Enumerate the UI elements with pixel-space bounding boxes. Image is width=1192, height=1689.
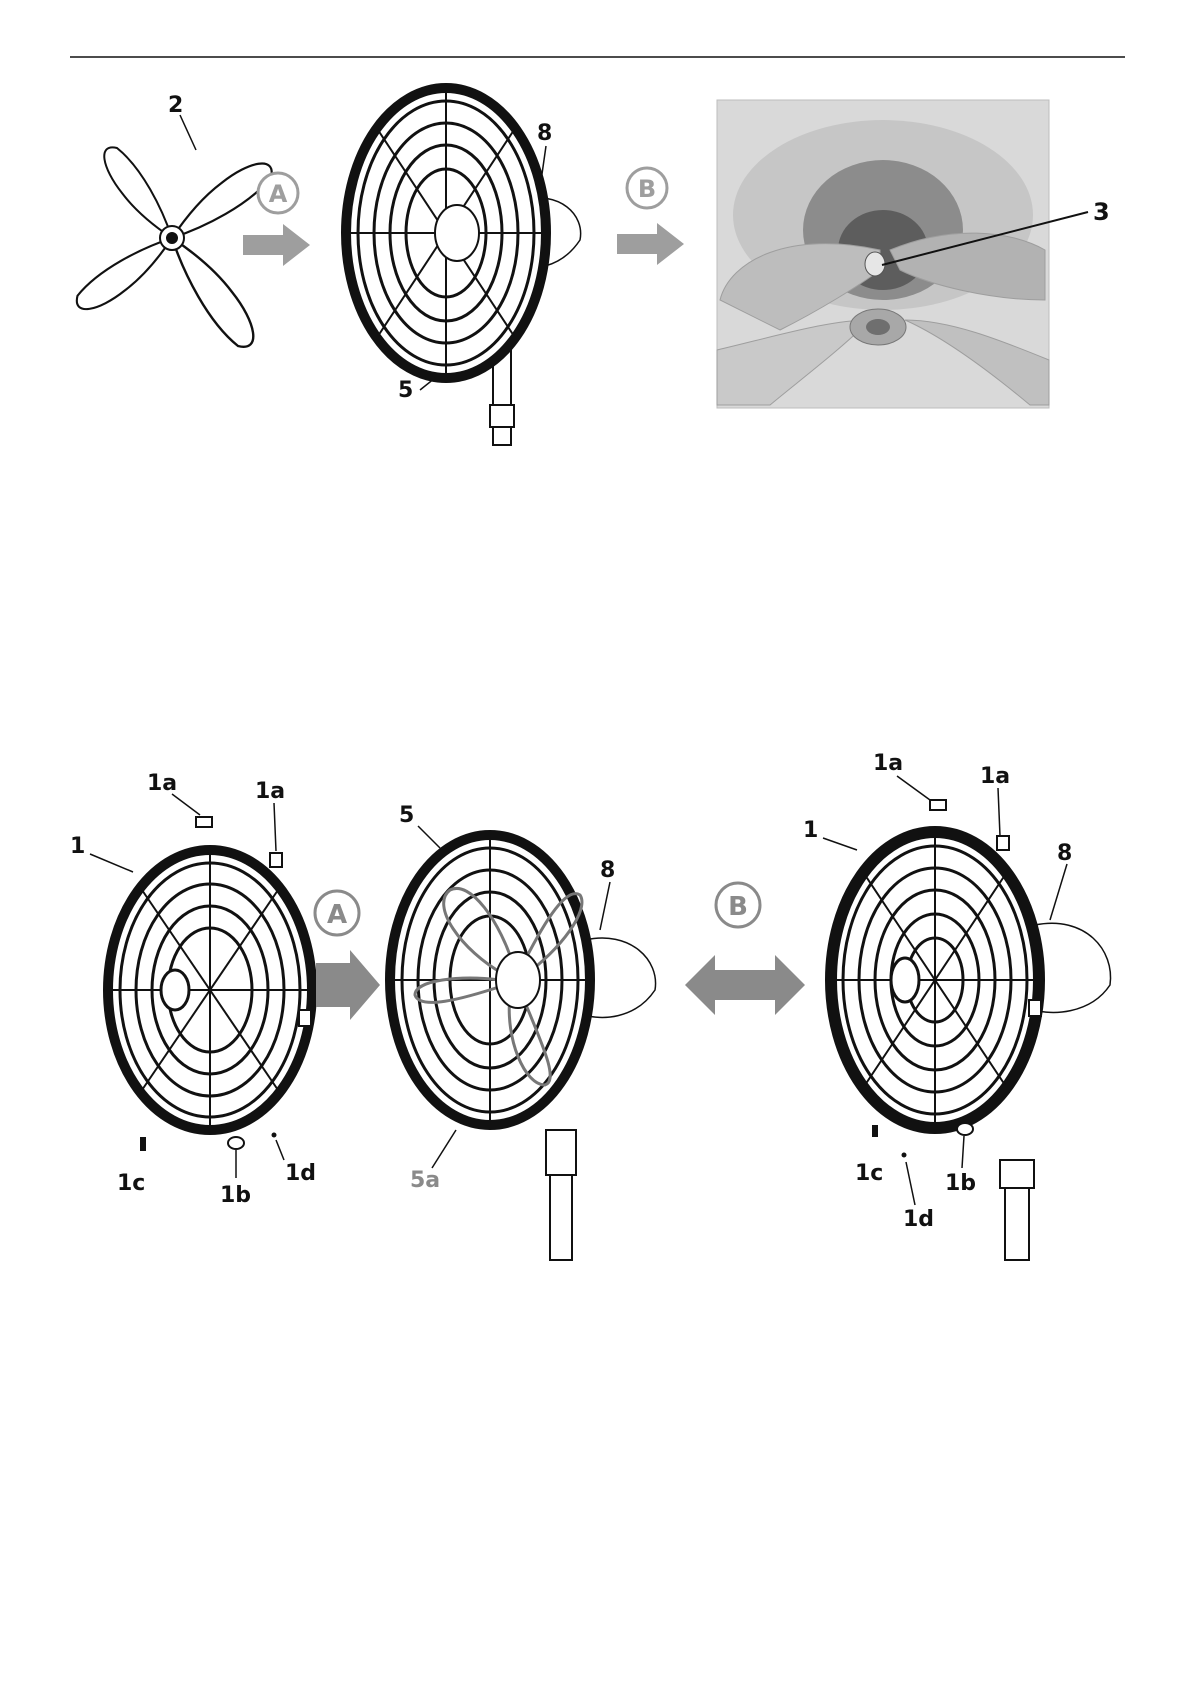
- label-rear-guard-1: 5: [398, 378, 413, 403]
- spinner-photo: [717, 100, 1049, 408]
- leader-clip-1a-r1: [897, 776, 930, 800]
- leader-front-guard-l: [90, 854, 133, 872]
- label-screw-1c-l: 1c: [117, 1171, 145, 1196]
- label-rear-guard-2: 5: [399, 803, 414, 828]
- label-motor-mid: 8: [600, 858, 615, 883]
- label-front-guard-l: 1: [70, 834, 85, 859]
- svg-text:B: B: [728, 892, 748, 922]
- label-clip-1a-l1: 1a: [147, 771, 177, 796]
- leader-motor-right: [1050, 864, 1067, 920]
- step-arrow-b-2: B: [685, 883, 805, 1015]
- label-clip-1b-r: 1b: [945, 1171, 976, 1196]
- leader-blade: [180, 115, 196, 150]
- leader-rear-guard-hook: [432, 1130, 456, 1168]
- leader-clip-1a-l1: [172, 794, 200, 815]
- fan-blade-drawing: [77, 147, 272, 346]
- label-clip-1a-r2: 1a: [980, 764, 1010, 789]
- leader-motor-mid: [600, 882, 610, 930]
- leader-clip-1a-r2: [998, 788, 1000, 836]
- leader-clip-1b-r: [962, 1136, 964, 1168]
- leader-rear-guard-2: [418, 826, 440, 848]
- svg-text:A: A: [269, 180, 288, 208]
- svg-text:A: A: [327, 900, 347, 930]
- rear-guard-with-blade-drawing: [390, 835, 656, 1260]
- label-nut-1d-r: 1d: [903, 1207, 934, 1232]
- front-guard-drawing: [108, 817, 312, 1151]
- label-front-guard-r: 1: [803, 818, 818, 843]
- leader-nut-1d-l: [276, 1140, 284, 1160]
- leader-clip-1a-l2: [274, 803, 276, 851]
- step-arrow-a-2: A: [315, 891, 380, 1020]
- step-arrow-b-1: B: [617, 168, 684, 265]
- label-clip-1b-l: 1b: [220, 1183, 251, 1208]
- svg-text:B: B: [638, 175, 656, 203]
- label-motor-1: 8: [537, 121, 552, 146]
- label-motor-right: 8: [1057, 841, 1072, 866]
- label-clip-1a-r1: 1a: [873, 751, 903, 776]
- label-nut-1d-l: 1d: [285, 1161, 316, 1186]
- label-spinner: 3: [1093, 198, 1110, 226]
- leader-front-guard-r: [823, 838, 857, 850]
- label-screw-1c-r: 1c: [855, 1161, 883, 1186]
- label-clip-1a-l2: 1a: [255, 779, 285, 804]
- label-blade: 2: [168, 93, 183, 118]
- leader-nut-1d-r: [906, 1162, 915, 1205]
- label-rear-guard-hook: 5a: [410, 1168, 440, 1193]
